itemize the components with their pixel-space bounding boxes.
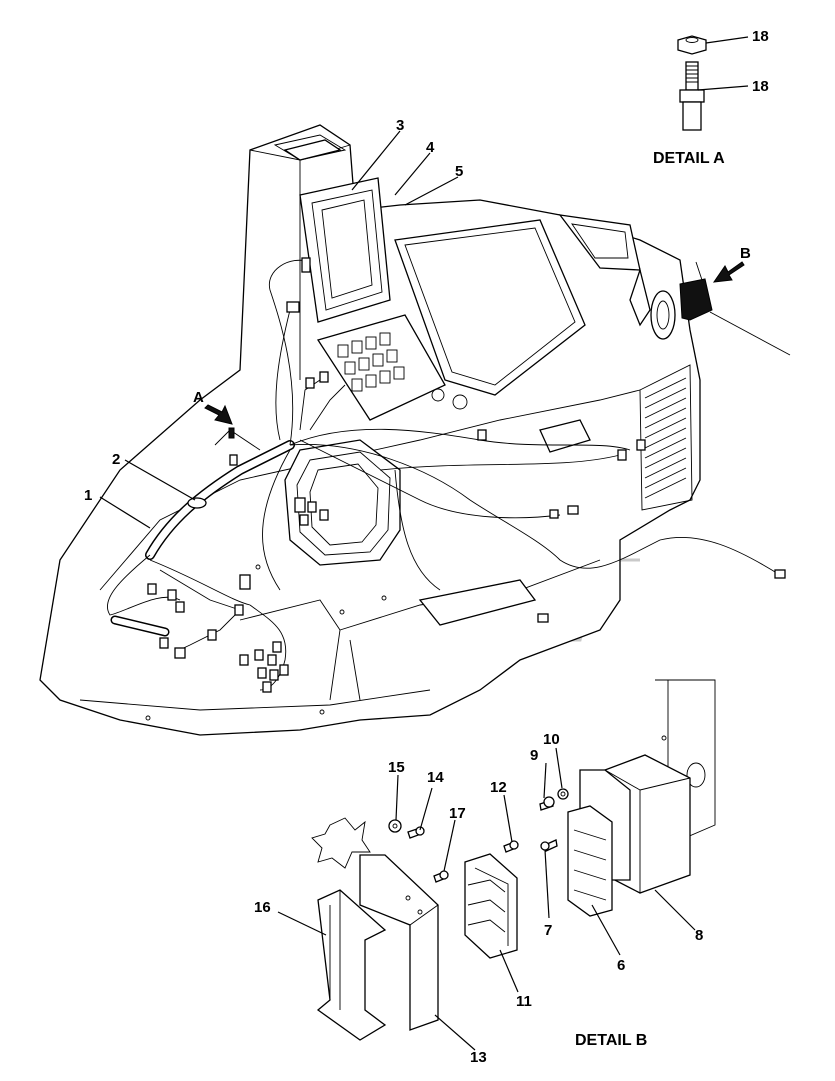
- callout-14: 14: [427, 769, 444, 786]
- callout-17: 17: [449, 805, 466, 822]
- detail-a-drawing: [677, 35, 749, 131]
- callout-16: 16: [254, 899, 271, 916]
- switch-bank: [337, 332, 468, 410]
- callout-4: 4: [426, 139, 435, 156]
- leader-lines: [99, 130, 459, 529]
- callout-3: 3: [396, 117, 404, 134]
- cab-console-drawing: [39, 124, 791, 736]
- detail-b-caption: DETAIL B: [575, 1032, 647, 1049]
- detail-a-caption: DETAIL A: [653, 150, 725, 167]
- callout-7: 7: [544, 922, 552, 939]
- callout-8: 8: [695, 927, 703, 944]
- callout-18-nut: 18: [752, 28, 769, 45]
- callout-5: 5: [455, 163, 463, 180]
- view-arrow-b: [712, 261, 745, 283]
- view-arrow-a: [204, 404, 233, 425]
- side-grille: [639, 364, 693, 511]
- callout-1: 1: [84, 487, 92, 504]
- callout-11: 11: [516, 993, 532, 1010]
- callout-9: 9: [530, 747, 538, 764]
- callout-15: 15: [388, 759, 405, 776]
- detail-b-indicator: [679, 278, 713, 321]
- callout-labels: 1 2 3 4 5 6 7 8 9 10 11 12 13 14 15 16 1…: [84, 28, 769, 1066]
- callout-2: 2: [112, 451, 120, 468]
- callout-13: 13: [470, 1049, 487, 1066]
- callout-10: 10: [543, 731, 560, 748]
- wire-harness: [106, 259, 781, 691]
- connectors: [147, 257, 786, 693]
- view-label-b: B: [740, 245, 751, 262]
- detail-b-drawing: [277, 679, 716, 1051]
- callout-12: 12: [490, 779, 507, 796]
- view-label-a: A: [193, 389, 204, 406]
- callout-6: 6: [617, 957, 625, 974]
- callout-18-switch: 18: [752, 78, 769, 95]
